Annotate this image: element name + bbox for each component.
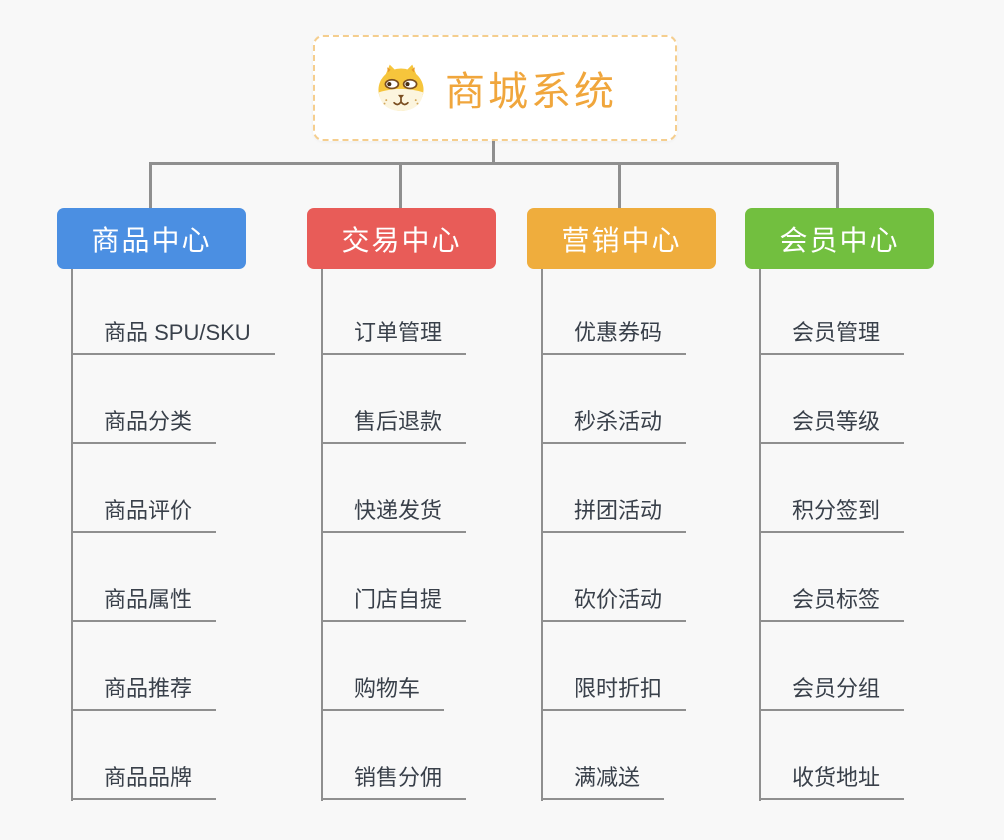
leaf-node[interactable]: 秒杀活动 — [541, 402, 687, 444]
dog-face-icon — [373, 62, 429, 114]
leaf-node[interactable]: 商品评价 — [71, 491, 217, 533]
root-node[interactable]: 商城系统 — [313, 35, 677, 141]
leaf-node[interactable]: 销售分佣 — [321, 758, 467, 800]
leaf-node[interactable]: 限时折扣 — [541, 669, 687, 711]
leaf-node[interactable]: 商品品牌 — [71, 758, 217, 800]
connector-root-stub — [492, 141, 495, 163]
connector-branch-stub-1 — [149, 162, 152, 208]
leaf-node[interactable]: 订单管理 — [321, 313, 467, 355]
leaf-node[interactable]: 商品分类 — [71, 402, 217, 444]
leaf-node[interactable]: 门店自提 — [321, 580, 467, 622]
leaf-node[interactable]: 购物车 — [321, 669, 445, 711]
branch-header-trade[interactable]: 交易中心 — [307, 208, 496, 269]
connector-branch-stub-2 — [399, 162, 402, 208]
leaf-node[interactable]: 会员管理 — [759, 313, 905, 355]
root-title: 商城系统 — [445, 70, 617, 114]
leaf-node[interactable]: 售后退款 — [321, 402, 467, 444]
leaf-node[interactable]: 满减送 — [541, 758, 665, 800]
connector-trunk — [71, 269, 73, 801]
connector-branch-stub-3 — [618, 162, 621, 208]
branch-header-members[interactable]: 会员中心 — [745, 208, 934, 269]
leaf-node[interactable]: 商品 SPU/SKU — [71, 313, 275, 355]
leaf-node[interactable]: 商品属性 — [71, 580, 217, 622]
connector-trunk — [321, 269, 323, 801]
branch-header-products[interactable]: 商品中心 — [57, 208, 246, 269]
leaf-node[interactable]: 会员分组 — [759, 669, 905, 711]
connector-rail — [149, 162, 839, 165]
connector-trunk — [759, 269, 761, 801]
leaf-node[interactable]: 优惠券码 — [541, 313, 687, 355]
leaf-node[interactable]: 会员等级 — [759, 402, 905, 444]
leaf-node[interactable]: 积分签到 — [759, 491, 905, 533]
connector-branch-stub-4 — [836, 162, 839, 208]
leaf-node[interactable]: 收货地址 — [759, 758, 905, 800]
branch-header-marketing[interactable]: 营销中心 — [527, 208, 716, 269]
leaf-node[interactable]: 拼团活动 — [541, 491, 687, 533]
leaf-node[interactable]: 快递发货 — [321, 491, 467, 533]
leaf-node[interactable]: 商品推荐 — [71, 669, 217, 711]
connector-trunk — [541, 269, 543, 801]
leaf-node[interactable]: 会员标签 — [759, 580, 905, 622]
leaf-node[interactable]: 砍价活动 — [541, 580, 687, 622]
